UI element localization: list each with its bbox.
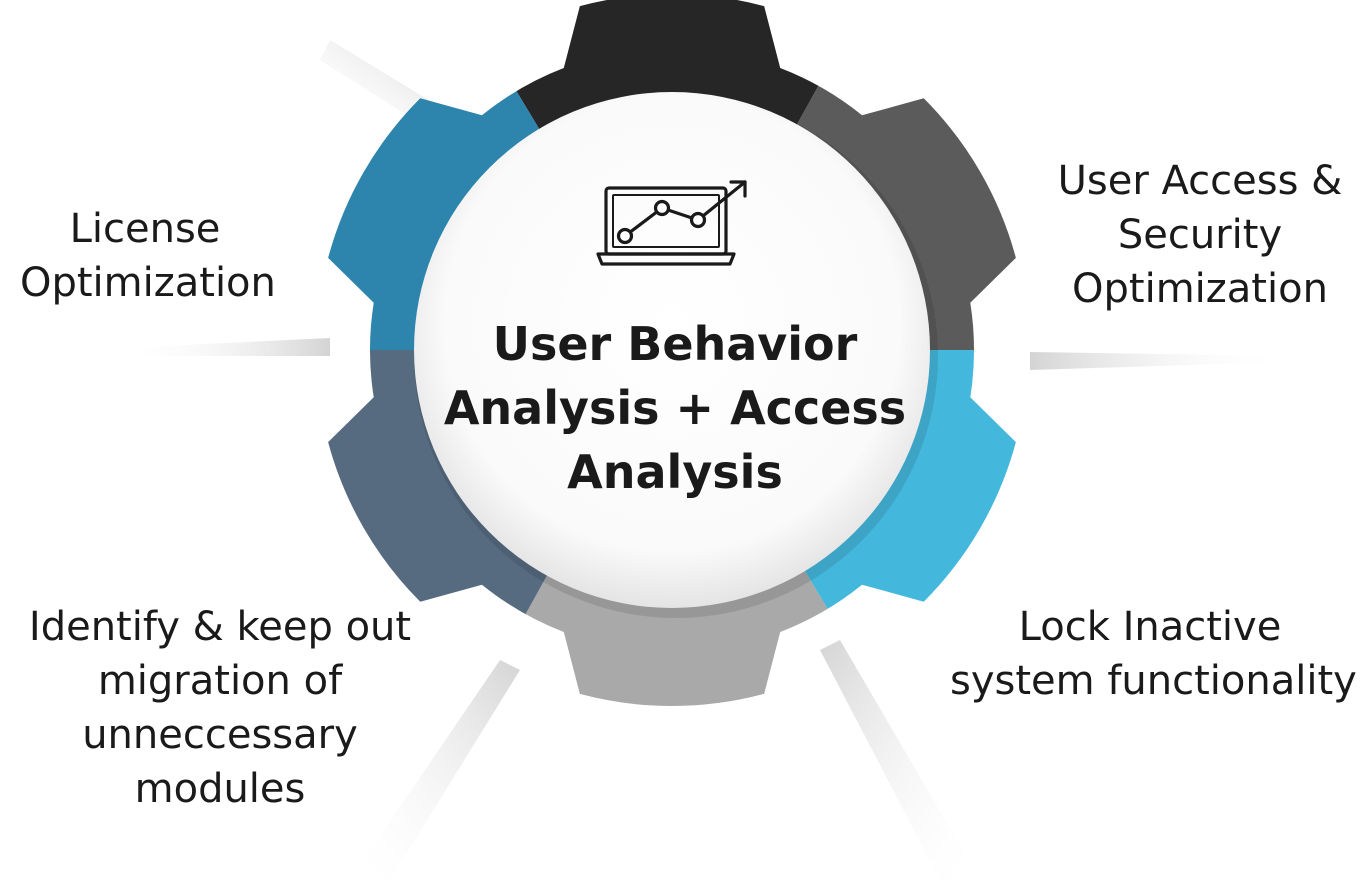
label-license-optimization: License Optimization bbox=[20, 206, 276, 306]
shadow-ray-left bbox=[120, 338, 330, 356]
laptop-analytics-icon bbox=[596, 180, 747, 266]
shadow-ray-lower-left bbox=[350, 660, 520, 880]
center-disk bbox=[414, 92, 930, 608]
shadow-ray-lower-right bbox=[820, 640, 980, 880]
center-title-line-3: Analysis bbox=[567, 445, 783, 499]
label-lock-inactive: Lock Inactive system functionality bbox=[950, 604, 1357, 704]
center-title-line-1: User Behavior bbox=[492, 317, 858, 371]
label-identify-keep-out: Identify & keep out migration of unnecce… bbox=[28, 604, 412, 812]
center-title: User Behavior Analysis + Access Analysis bbox=[430, 312, 920, 504]
label-user-access-security: User Access & Security Optimization bbox=[1057, 158, 1343, 312]
center-title-line-2: Analysis + Access bbox=[443, 381, 907, 435]
shadow-ray-right bbox=[1030, 352, 1290, 370]
